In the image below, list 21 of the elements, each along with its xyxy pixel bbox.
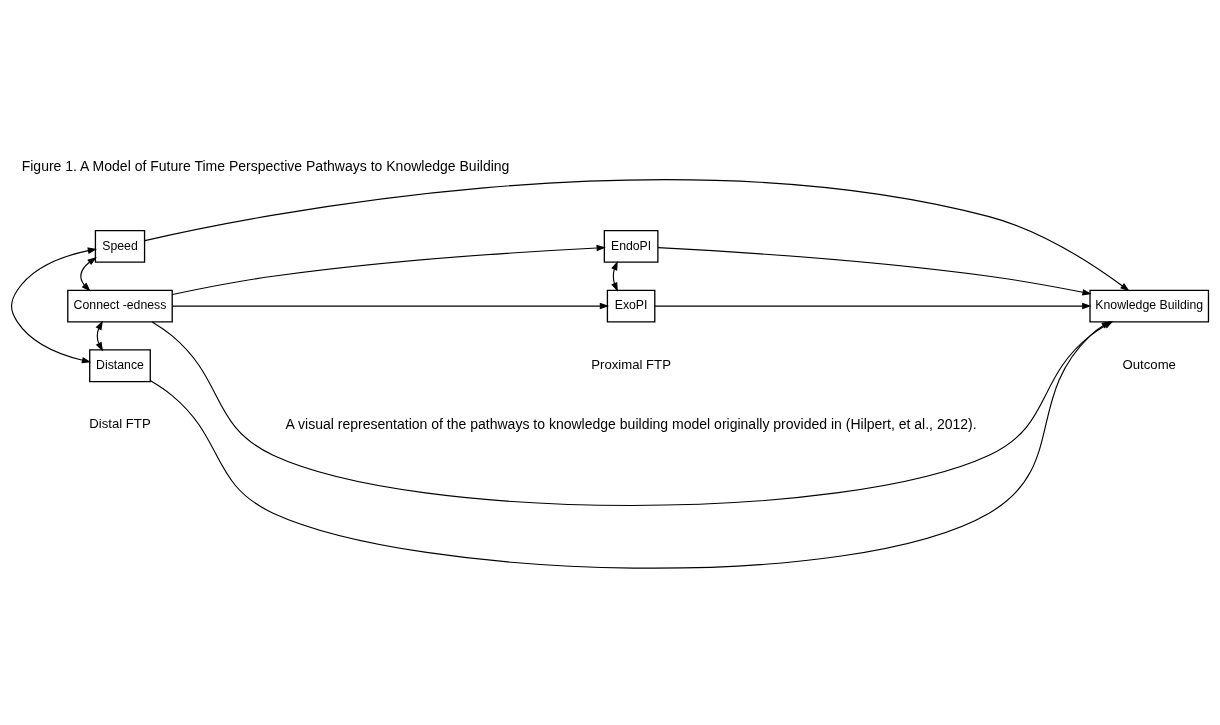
label: Distal FTP xyxy=(89,416,151,432)
diagram-title: Figure 1. A Model of Future Time Perspective Pathways to Knowledge Building xyxy=(21,158,510,175)
arrow xyxy=(10,247,98,364)
node-box: Distance xyxy=(89,349,151,383)
node-box: Connect -edness xyxy=(67,289,173,323)
arrow xyxy=(95,320,104,352)
node-box: Speed xyxy=(94,229,146,263)
arrow xyxy=(144,179,1130,292)
arrow xyxy=(149,321,1111,569)
arrow xyxy=(171,244,606,296)
node-box: EndoPI xyxy=(603,229,659,263)
node-box: ExoPI xyxy=(606,289,656,323)
arrow xyxy=(657,247,1092,296)
label: Proximal FTP xyxy=(591,356,671,372)
label: Outcome xyxy=(1122,356,1176,372)
caption: A visual representation of the pathways to knowledge building model originally provided in (Hilpert, et al., 2012). xyxy=(285,415,977,432)
arrow xyxy=(80,257,97,292)
arrow xyxy=(611,260,618,292)
arrow xyxy=(654,302,1092,310)
arrow xyxy=(171,302,610,310)
node-box: Knowledge Building xyxy=(1089,289,1210,323)
